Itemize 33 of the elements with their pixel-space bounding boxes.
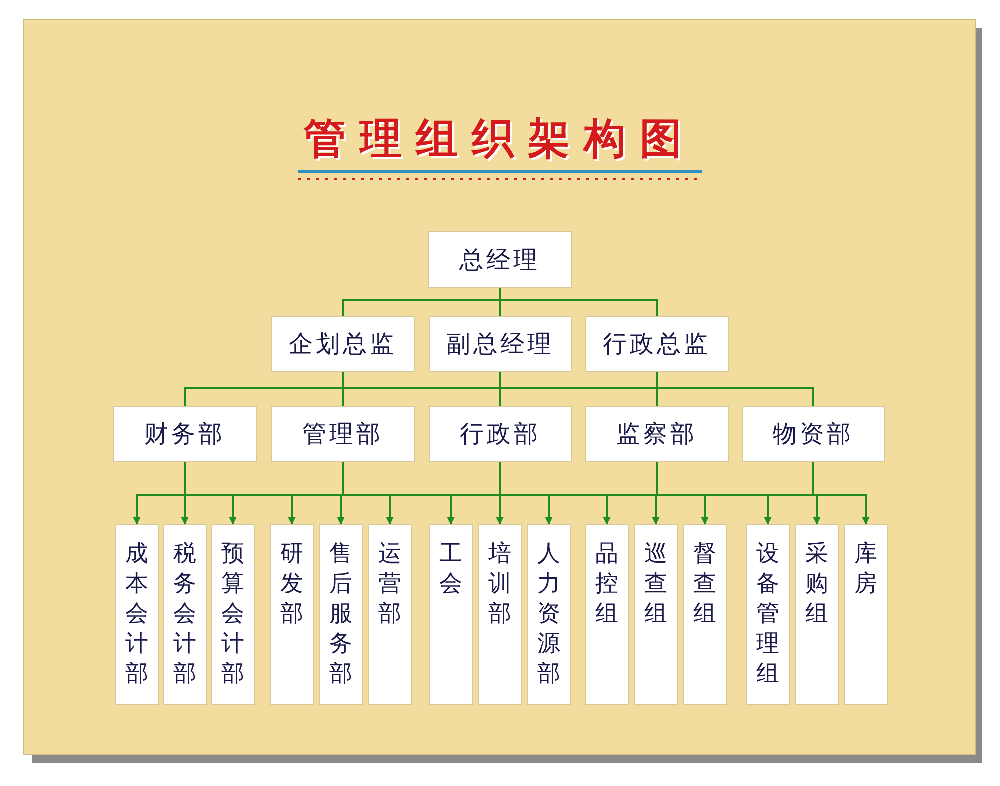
department-box: 成本会计部 — [115, 524, 159, 705]
department-box: 研发部 — [270, 524, 314, 705]
department-box: 培训部 — [478, 524, 522, 705]
department-box: 采购组 — [795, 524, 839, 705]
connector-arrow — [656, 462, 709, 525]
department-box: 督查组 — [683, 524, 727, 705]
position-box: 行政总监 — [585, 316, 729, 372]
connector-line — [656, 372, 814, 406]
position-box: 企划总监 — [271, 316, 415, 372]
position-box: 物资部 — [742, 406, 885, 462]
position-box: 监察部 — [585, 406, 729, 462]
title: 管理组织架构图 — [302, 113, 697, 165]
department-box: 税务会计部 — [163, 524, 207, 705]
connector-line — [342, 372, 344, 406]
department-box: 预算会计部 — [211, 524, 255, 705]
connector-arrow — [500, 462, 553, 525]
connector-arrow — [184, 462, 237, 525]
department-box: 工会 — [429, 524, 473, 705]
position-box: 总经理 — [428, 231, 572, 288]
department-box: 人力资源部 — [527, 524, 571, 705]
position-box: 管理部 — [271, 406, 415, 462]
connector-line — [499, 288, 658, 316]
department-box: 售后服务部 — [319, 524, 363, 705]
department-box: 设备管理组 — [746, 524, 790, 705]
position-box: 财务部 — [113, 406, 257, 462]
position-box: 行政部 — [429, 406, 572, 462]
department-box: 运营部 — [368, 524, 412, 705]
connector-arrow — [342, 462, 394, 525]
department-box: 库房 — [844, 524, 888, 705]
position-box: 副总经理 — [429, 316, 572, 372]
connector-line — [500, 372, 502, 406]
department-box: 巡查组 — [634, 524, 678, 705]
department-box: 品控组 — [585, 524, 629, 705]
